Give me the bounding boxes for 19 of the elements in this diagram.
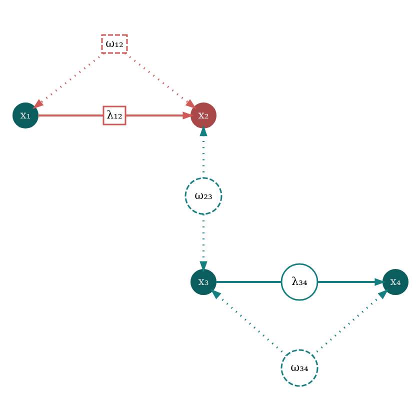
- arrow: [124, 52, 196, 108]
- connector: [216, 280, 281, 282]
- arrow: [32, 52, 104, 108]
- connector: [38, 114, 103, 116]
- node-circle: λ₃₄: [280, 262, 318, 300]
- node-circle: x₁: [12, 102, 38, 128]
- node-circle: x₂: [190, 102, 216, 128]
- arrow: [210, 288, 286, 356]
- arrow: [199, 214, 207, 272]
- arrow: [125, 111, 194, 119]
- node-box: λ₁₂: [102, 105, 126, 125]
- node-box: ω₁₂: [100, 34, 128, 54]
- node-circle: x₃: [190, 268, 216, 294]
- arrow: [317, 278, 386, 286]
- node-circle: x₄: [382, 268, 408, 294]
- node-circle: ω₃₄: [280, 348, 318, 386]
- node-circle: ω₂₃: [184, 176, 222, 214]
- arrow: [199, 124, 207, 178]
- arrow: [312, 288, 388, 356]
